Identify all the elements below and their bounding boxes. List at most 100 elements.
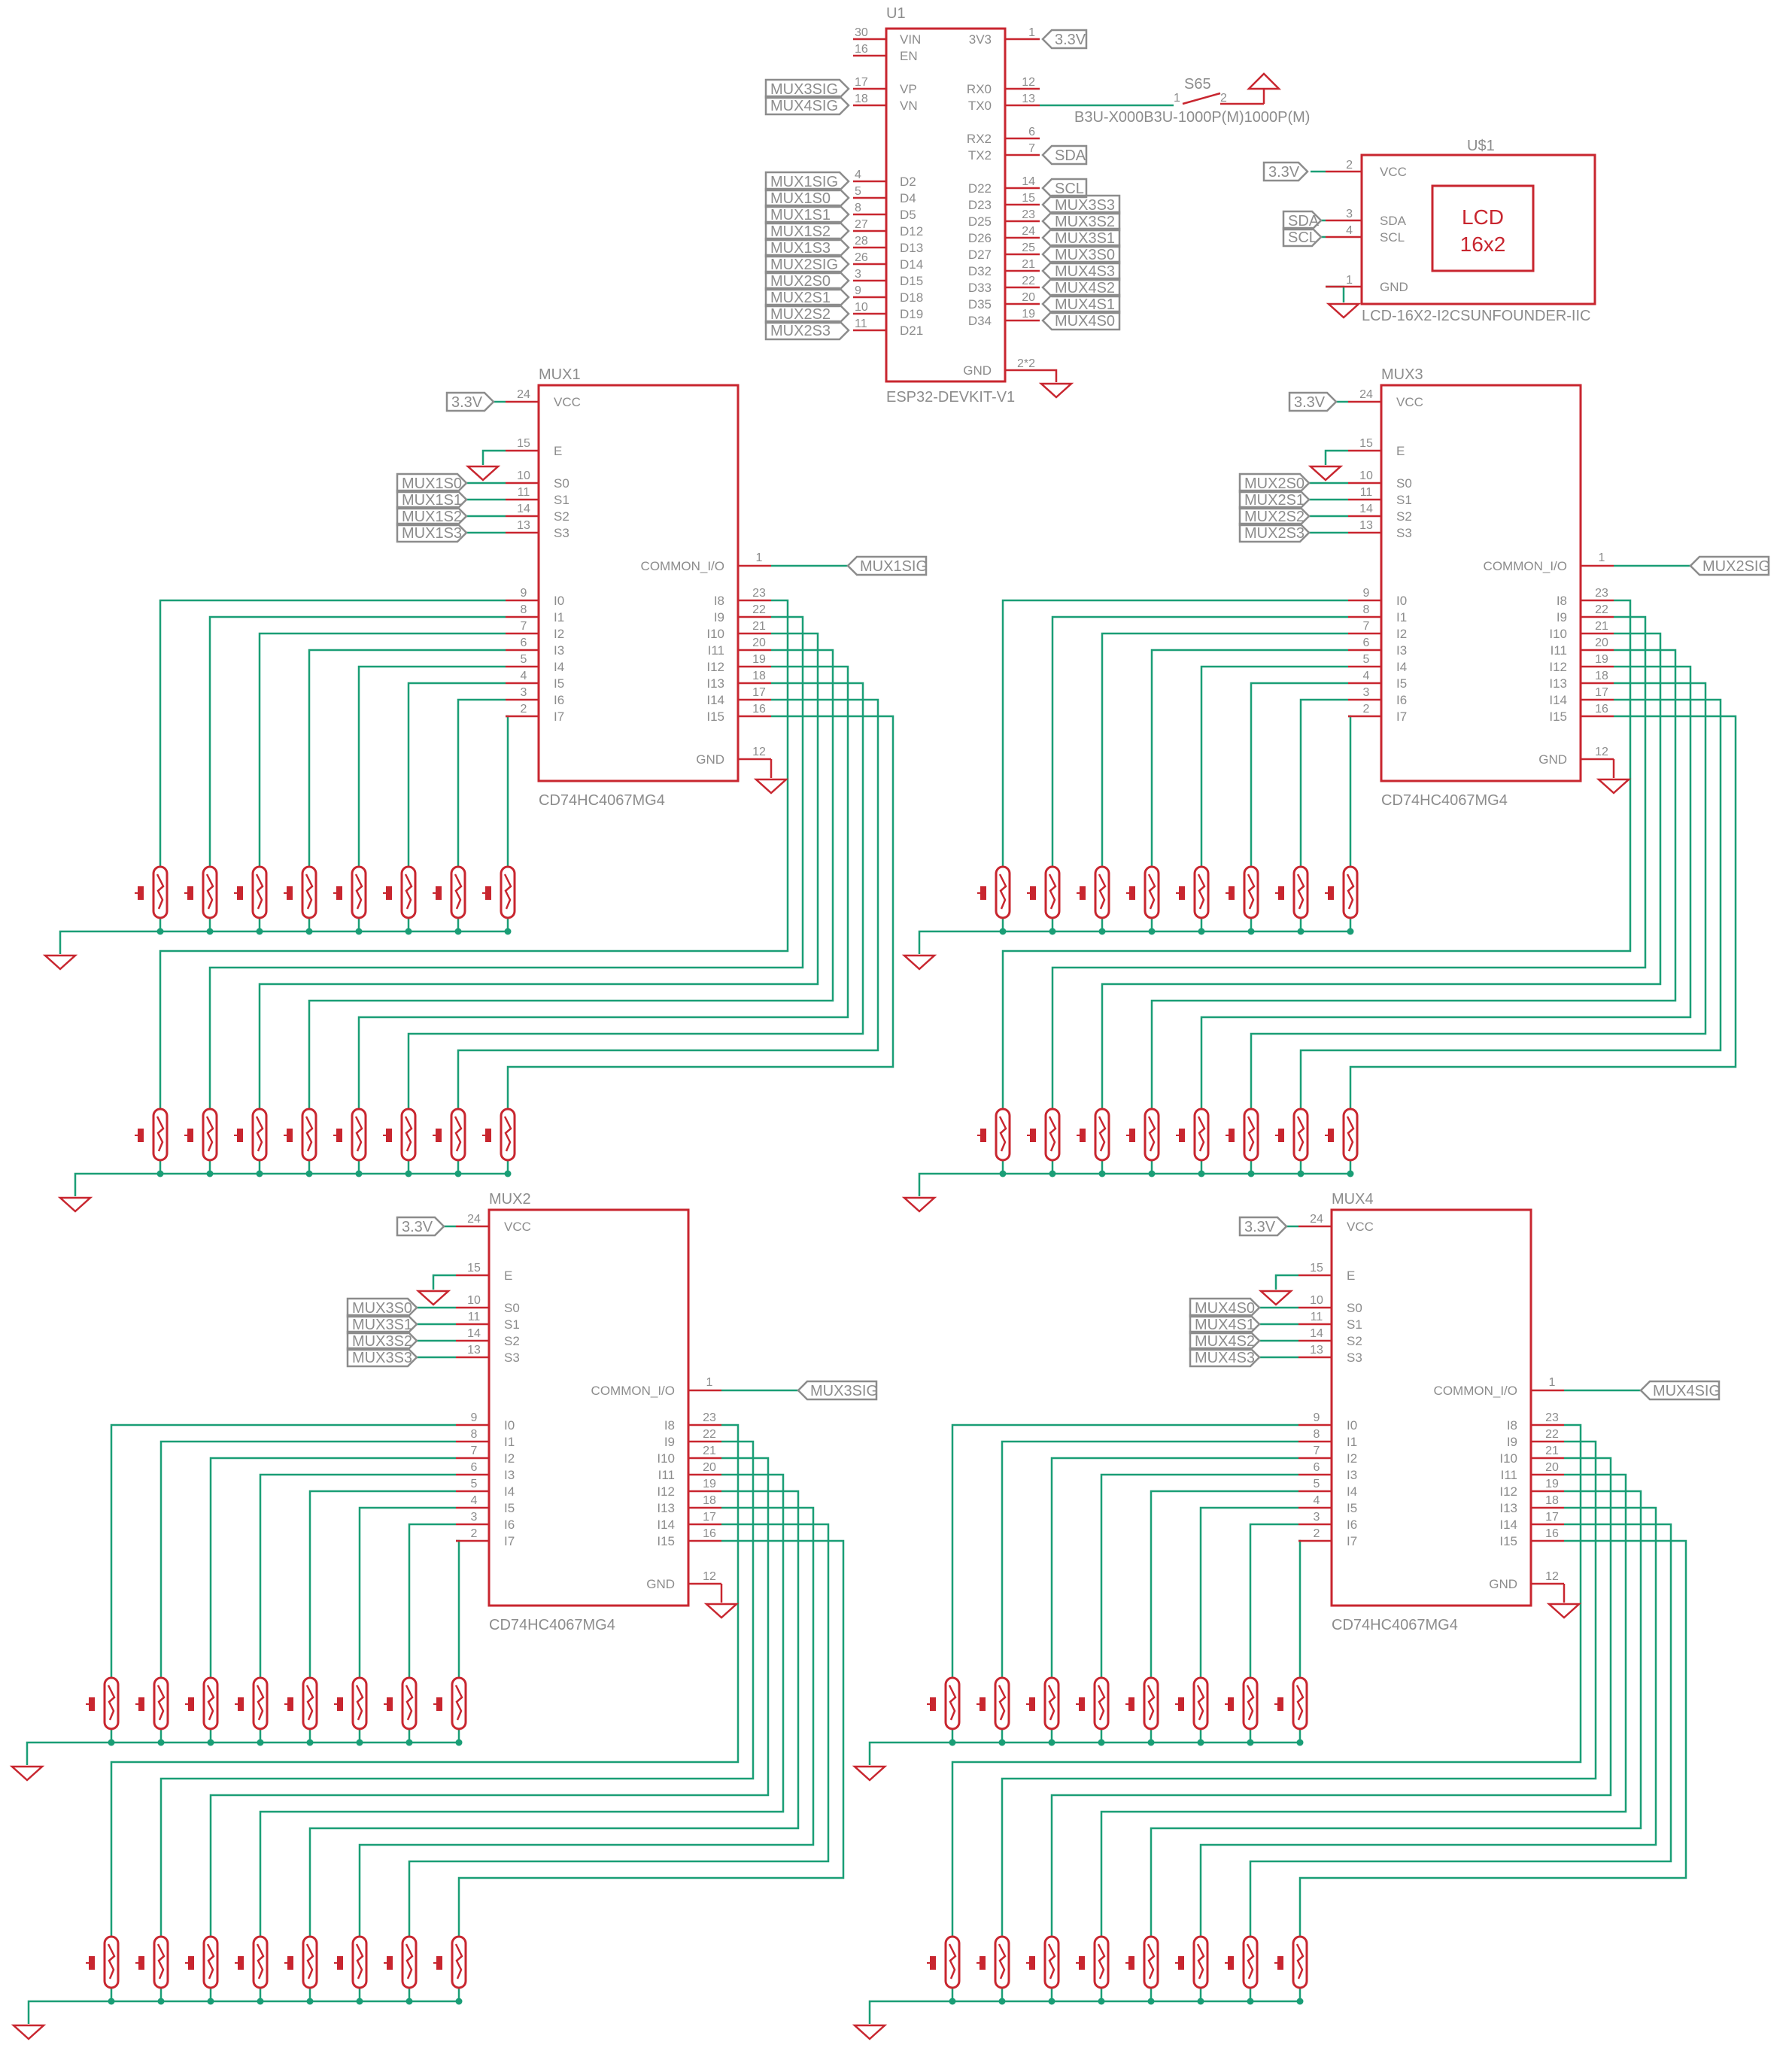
mux-channel-wire (1101, 632, 1662, 1109)
potentiometer-wiper (404, 1116, 413, 1152)
mux-pin-name: I13 (706, 676, 724, 691)
mux-pin-name: I13 (1499, 1501, 1517, 1515)
net-label-flag (1238, 522, 1311, 543)
slide-potentiometer (301, 865, 317, 919)
potentiometer-wiper (454, 1943, 463, 1979)
net-label: MUX2S1 (1244, 492, 1305, 509)
esp32-pin-name: D27 (968, 248, 992, 262)
ground-symbol (901, 1196, 937, 1213)
net-label-flag (764, 220, 850, 242)
mux-channel-wire (1050, 1457, 1298, 1678)
mux-pin-name: I8 (1557, 594, 1567, 608)
esp32-pin-name: VIN (900, 32, 921, 47)
slide-potentiometer (1094, 1107, 1110, 1162)
net-label-flag (1189, 1297, 1261, 1318)
slide-potentiometer (1292, 1107, 1309, 1162)
mux-pin-number: 24 (517, 388, 530, 401)
lcd-refdes: U$1 (1467, 138, 1495, 154)
slide-potentiometer (202, 865, 218, 919)
mux-pin-number: 23 (1595, 587, 1608, 600)
mux-channel-wire (208, 615, 804, 1109)
lcd-body (1360, 153, 1596, 305)
mux-pin-number: 20 (1545, 1461, 1559, 1474)
mux-pin-number: 11 (518, 486, 530, 499)
mux-pin-name: I12 (1549, 660, 1567, 674)
net-label: MUX2S3 (1244, 525, 1305, 542)
mux-pin-number: 22 (752, 603, 766, 616)
mux-pin-name: I8 (664, 1418, 675, 1433)
mux-pin-number: 14 (517, 503, 530, 515)
slide-potentiometer (152, 1107, 169, 1162)
net-label-flag (846, 555, 928, 576)
esp32-pin-number: 20 (1022, 291, 1035, 304)
mux-pin-name: I15 (1549, 709, 1567, 724)
mux-channel-wire (258, 632, 506, 867)
mux-pin-name: S3 (504, 1351, 520, 1365)
net-label-flag (1262, 161, 1309, 182)
slide-potentiometer (944, 1935, 961, 1989)
net-label: MUX3S3 (352, 1350, 412, 1366)
mux-channel-wire (358, 1506, 456, 1678)
mux-pin-number: 12 (703, 1570, 716, 1583)
mux-pin-name: I11 (1501, 1468, 1517, 1482)
net-label: MUX4S0 (1055, 313, 1115, 330)
net-label: MUX1S2 (402, 509, 462, 525)
esp32-pin-number: 16 (855, 43, 868, 56)
slide-potentiometer (202, 1107, 218, 1162)
mux-channel-wire (259, 1473, 456, 1678)
net-label: MUX2S1 (770, 290, 831, 306)
esp32-pin-name: TX0 (968, 99, 992, 113)
net-label-flag (1041, 211, 1121, 232)
mux-pin-name: I15 (657, 1534, 675, 1548)
ground-symbol (11, 2024, 47, 2040)
mux-pin-name: I7 (1396, 709, 1407, 724)
mux-body (1380, 384, 1582, 782)
slide-potentiometer (450, 865, 466, 919)
net-label: MUX4S3 (1195, 1350, 1255, 1366)
mux-pin-name: GND (646, 1577, 675, 1591)
ground-symbol (57, 1196, 93, 1213)
mux-pin-number: 24 (1359, 388, 1373, 401)
mux-channel-wire (159, 599, 789, 1109)
slide-potentiometer (995, 865, 1011, 919)
vcc-symbol (1246, 72, 1282, 90)
mux-channel-wire (457, 698, 506, 867)
potentiometer-wiper (1246, 1685, 1255, 1721)
lcd-value: LCD-16X2-I2CSUNFOUNDER-IIC (1362, 308, 1591, 324)
potentiometer-wiper (355, 1685, 364, 1721)
lcd-pin-name: SCL (1380, 230, 1405, 245)
mux-pin-number: 7 (1363, 620, 1370, 633)
net-label: MUX2S2 (770, 306, 831, 323)
esp32-pin-number: 19 (1022, 308, 1035, 321)
mux-pin-name: E (554, 444, 562, 458)
mux-pin-name: I1 (504, 1435, 515, 1449)
mux-pin-number: 22 (703, 1428, 716, 1441)
slide-potentiometer (1193, 865, 1210, 919)
mux-pin-number: 8 (521, 603, 527, 616)
slide-potentiometer (351, 1107, 367, 1162)
mux-pin-number: 23 (703, 1411, 716, 1424)
mux-pin-name: I5 (1396, 676, 1407, 691)
mux-pin-number: 17 (703, 1511, 716, 1524)
mux-pin-number: 24 (467, 1213, 481, 1226)
slide-potentiometer (351, 1935, 368, 1989)
ground-symbol (1546, 1603, 1582, 1619)
pot-ground-bus (59, 930, 508, 954)
net-label-flag (764, 204, 850, 225)
mux-channel-wire (1349, 715, 1737, 1109)
net-label: MUX4SIG (1653, 1383, 1721, 1399)
lcd-pin-number: 2 (1346, 159, 1353, 172)
potentiometer-wiper (1048, 1116, 1057, 1152)
esp32-pin-number: 9 (855, 284, 861, 297)
mux-channel-wire (259, 1473, 785, 1937)
net-label-flag (764, 187, 850, 208)
mux-pin-number: 4 (471, 1494, 478, 1507)
slide-potentiometer (301, 1107, 317, 1162)
net-label: MUX1S2 (770, 223, 831, 240)
net-label-flag (396, 522, 468, 543)
net-label-flag (764, 320, 850, 341)
pot-ground-bus (74, 1172, 508, 1196)
mux-pin-name: I6 (1396, 693, 1407, 707)
potentiometer-wiper (156, 1685, 166, 1721)
mux-pin-number: 21 (703, 1445, 716, 1457)
